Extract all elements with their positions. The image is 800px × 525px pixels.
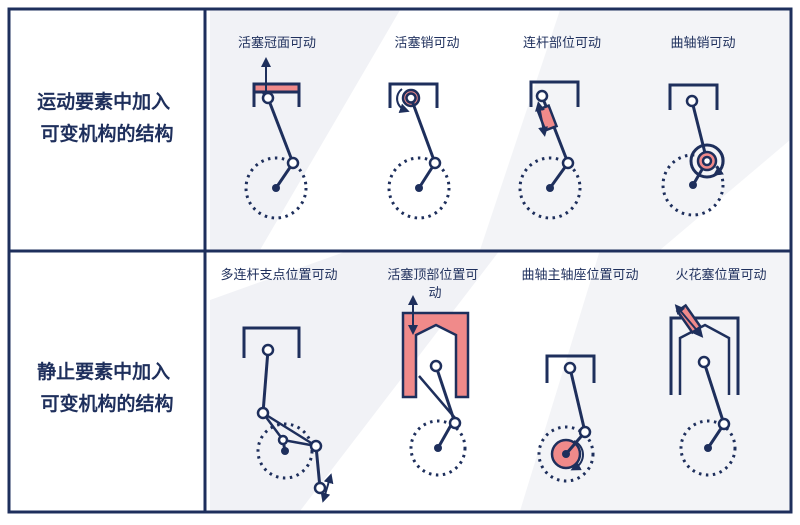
crank-center — [415, 184, 423, 192]
crank-circle — [518, 156, 582, 220]
crank-circle — [537, 425, 595, 483]
crank-circle — [409, 419, 467, 477]
piston-crown-highlight — [254, 84, 299, 92]
crank-pin — [717, 417, 731, 431]
rod-motion-arrow — [535, 101, 548, 137]
crank-circle — [244, 156, 308, 220]
cell-title-crank-pin: 曲轴销可动 — [670, 36, 735, 51]
cell-title-piston-pin: 活塞销可动 — [394, 35, 459, 51]
rotation-arrow — [396, 88, 410, 114]
spark-plug-motion-arrow — [674, 304, 704, 338]
cell-titles: 活塞冠面可动 活塞销可动 连杆部位可动 曲轴销可动 多连杆支点位置可动 活塞顶部… — [220, 35, 766, 301]
cell-title-multilink-fulcrum: 多连杆支点位置可动 — [220, 267, 337, 283]
crank-pin — [701, 155, 713, 167]
mechanism-piston-pin — [387, 82, 451, 220]
crank-pin — [286, 156, 300, 170]
cell-title-piston-top: 活塞顶部位置可 动 — [387, 267, 482, 301]
piston-pin — [697, 355, 711, 369]
crank-pin — [578, 425, 592, 439]
crank-center — [689, 181, 697, 189]
piston-pin — [429, 359, 443, 373]
mechanism-spark-plug — [669, 303, 740, 477]
piston-pin — [261, 91, 275, 105]
cell-title-piston-top-line-1: 活塞顶部位置可 — [387, 267, 478, 283]
mechanism-multilink — [242, 326, 334, 503]
cell-title-connecting-rod: 连杆部位可动 — [523, 35, 601, 51]
cell-title-piston-crown: 活塞冠面可动 — [238, 35, 316, 51]
cell-title-piston-top-line-2: 动 — [428, 286, 441, 301]
row-label-motion-line-1: 运动要素中加入 — [37, 90, 170, 113]
link-joint-upper — [256, 406, 270, 420]
crank-center — [281, 447, 289, 455]
cell-title-spark-plug: 火花塞位置可动 — [675, 267, 766, 283]
fulcrum-motion-arrow — [320, 473, 334, 503]
combustion-chamber-roof — [678, 323, 731, 395]
link-joint-crank — [277, 434, 289, 446]
mechanism-piston-crown — [244, 57, 308, 220]
crank-center — [272, 184, 280, 192]
crank-circle — [256, 422, 314, 480]
crank-circle — [679, 419, 737, 477]
movable-fulcrum — [313, 481, 327, 495]
row-label-static-line-2: 可变机构的结构 — [40, 392, 173, 415]
mechanism-main-bearing — [537, 354, 596, 483]
link-joint-lower — [309, 439, 323, 453]
cell-title-main-bearing: 曲轴主轴座位置可动 — [521, 268, 638, 283]
crank-pin — [561, 156, 575, 170]
mechanism-piston-top — [401, 295, 470, 477]
piston-pin — [563, 361, 577, 375]
row-label-static-line-1: 静止要素中加入 — [37, 360, 170, 383]
row-label-static: 静止要素中加入 可变机构的结构 — [37, 360, 177, 415]
piston-pin — [405, 92, 417, 104]
mechanism-crank-pin — [661, 83, 725, 217]
crank-center — [704, 444, 712, 452]
piston-pin — [685, 94, 699, 108]
rotation-arrow — [712, 146, 725, 176]
table-grid — [7, 7, 793, 514]
multi-link-lever — [261, 411, 317, 448]
crank-center — [562, 450, 570, 458]
piston-pin — [261, 343, 275, 357]
crank-center — [546, 184, 554, 192]
row-label-motion-line-2: 可变机构的结构 — [40, 122, 173, 145]
crank-center — [434, 444, 442, 452]
crank-pin — [428, 156, 442, 170]
crank-circle — [387, 156, 451, 220]
row-label-motion: 运动要素中加入 可变机构的结构 — [37, 90, 177, 145]
mechanism-connecting-rod — [518, 80, 582, 220]
piston-pin — [535, 89, 549, 103]
crank-pin — [448, 416, 462, 430]
